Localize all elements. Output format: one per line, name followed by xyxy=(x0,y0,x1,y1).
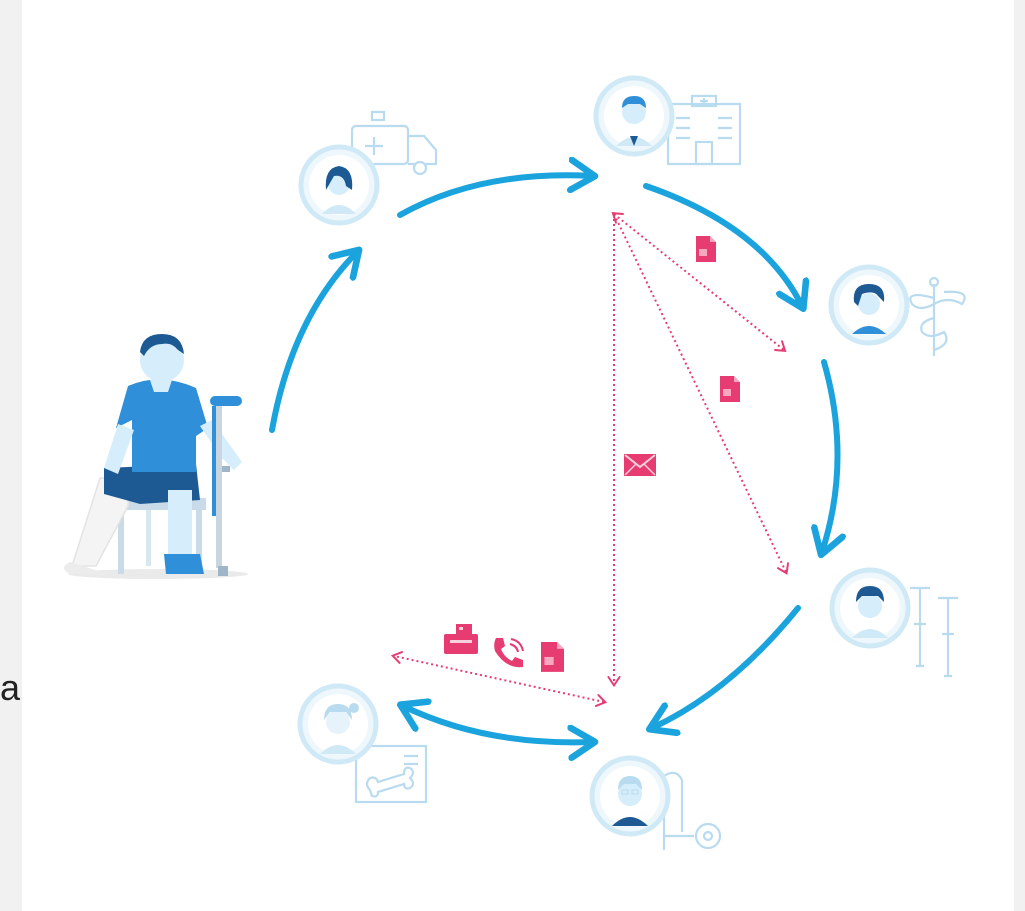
phone-icon xyxy=(494,638,524,668)
document-icon xyxy=(720,376,740,402)
doc-arrow-hospital-to-rehab xyxy=(613,213,789,575)
xray-bone-icon xyxy=(354,744,428,804)
doc-arrow-hospital-to-specialist xyxy=(611,212,787,352)
communication-arrows xyxy=(390,212,789,707)
hospital-icon xyxy=(666,94,742,166)
caduceus-icon xyxy=(909,276,966,356)
email-icon xyxy=(624,454,656,476)
arrow-patient-to-paramedic xyxy=(269,252,357,433)
stray-text: a xyxy=(0,667,21,708)
document-icon xyxy=(696,236,716,262)
arrow-paramedic-to-hospital xyxy=(397,175,592,218)
doc-arrow-gp-radiology xyxy=(390,651,608,707)
flow-arrows xyxy=(269,175,838,742)
fax-icon xyxy=(444,624,478,654)
patient-figure xyxy=(64,334,248,579)
document-icon xyxy=(541,642,564,672)
general-practitioner-node xyxy=(589,755,722,850)
crutches-icon xyxy=(910,586,958,678)
stethoscope-icon xyxy=(662,771,722,850)
arrow-specialist-to-rehab xyxy=(822,359,838,552)
rehab-node xyxy=(829,567,958,678)
crutch-icon xyxy=(210,396,242,576)
medical-specialist-node xyxy=(828,264,966,356)
hospital-doctor-node xyxy=(593,75,742,166)
paramedic-node xyxy=(298,110,438,226)
arrow-rehab-to-gp xyxy=(652,605,801,728)
arrow-gp-radiology-bidirectional xyxy=(403,706,592,742)
arrow-hospital-to-specialist xyxy=(643,183,802,306)
radiology-node xyxy=(297,683,428,804)
